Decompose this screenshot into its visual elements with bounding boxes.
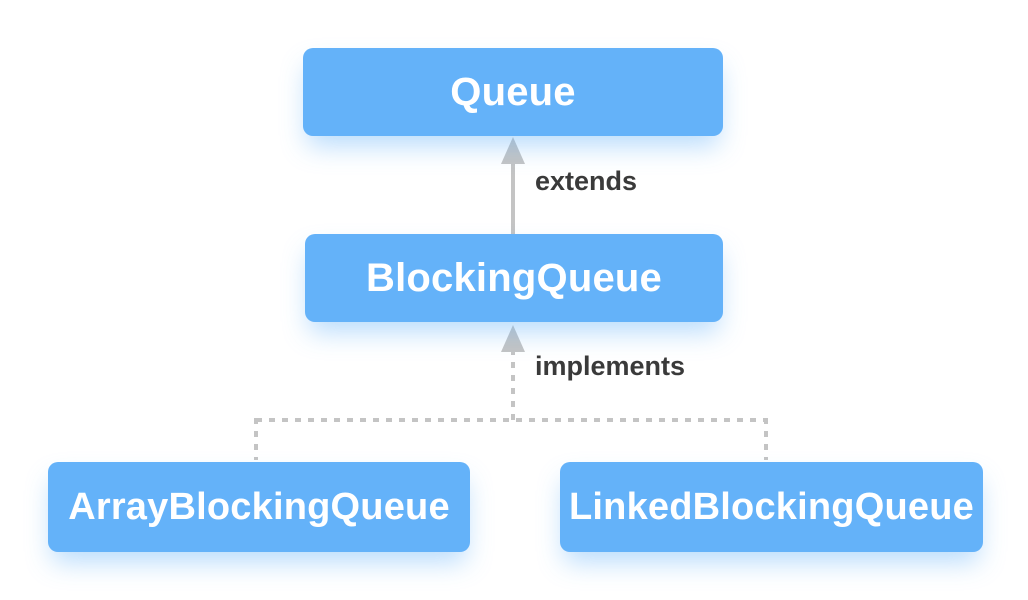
node-linked-blocking-queue: LinkedBlockingQueue [560, 462, 983, 552]
node-blocking-queue: BlockingQueue [305, 234, 723, 322]
implements-arrowhead [501, 325, 525, 352]
extends-edge-label: extends [535, 166, 638, 196]
extends-arrowhead [501, 137, 525, 164]
implements-edge-label: implements [535, 351, 686, 381]
node-queue: Queue [303, 48, 723, 136]
node-array-blocking-queue: ArrayBlockingQueue [48, 462, 470, 552]
